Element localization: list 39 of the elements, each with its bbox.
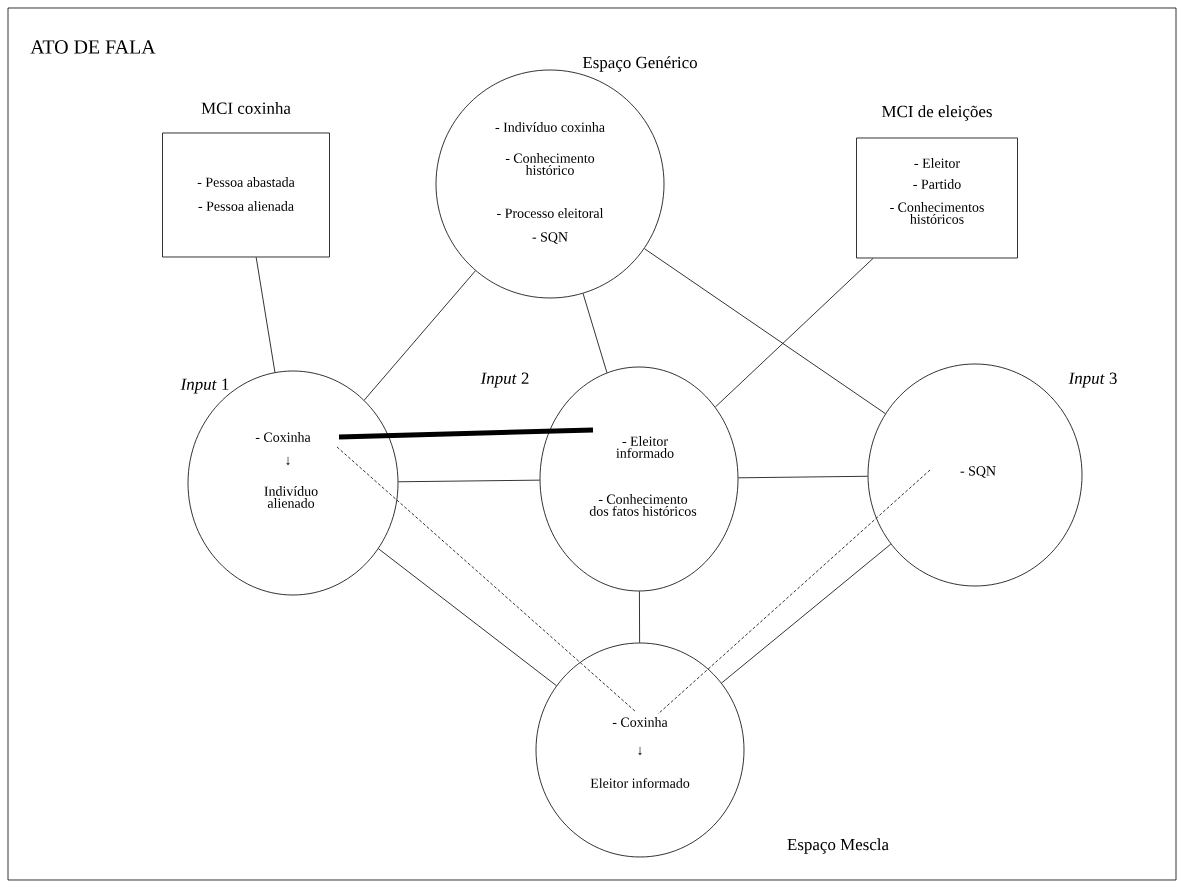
- connector: [255, 257, 276, 373]
- connector: [378, 548, 557, 687]
- item-text: Indivíduo alienado: [264, 486, 318, 508]
- item-text: - Partido: [913, 179, 961, 189]
- item-text: - Indivíduo coxinha: [495, 122, 605, 132]
- item-text: - SQN: [960, 466, 996, 478]
- space-title: Input 3: [1068, 372, 1117, 388]
- item-text: - SQN: [532, 232, 568, 244]
- item-text: - Pessoa abastada: [197, 177, 295, 187]
- item-text: - Processo eleitoral: [497, 208, 604, 218]
- connector: [714, 258, 874, 408]
- connector: [582, 293, 608, 373]
- connector: [644, 248, 886, 415]
- item-text: ↓: [286, 456, 290, 466]
- space-title: MCI coxinha: [201, 102, 291, 114]
- item-text: - Eleitor informado: [616, 436, 674, 458]
- connector: [639, 591, 640, 643]
- space-title: Input 1: [180, 378, 229, 394]
- space-title: MCI de eleições: [882, 105, 992, 121]
- item-text: - Coxinha: [612, 717, 668, 727]
- connector: [336, 446, 637, 713]
- connector: [738, 475, 868, 479]
- item-text: - Conhecimento dos fatos históricos: [589, 494, 697, 516]
- title: ATO DE FALA: [30, 40, 156, 54]
- connector: [363, 270, 476, 401]
- item-text: - Conhecimento histórico: [505, 153, 595, 175]
- item-text: ↓: [638, 746, 642, 756]
- space-title: Input 2: [480, 372, 529, 388]
- item-text: Eleitor informado: [590, 778, 690, 788]
- space-title: Espaço Genérico: [582, 56, 697, 72]
- connector: [657, 469, 931, 715]
- item-text: - Pessoa alienada: [198, 201, 294, 211]
- item-text: - Conhecimentos históricos: [890, 202, 984, 224]
- connector: [338, 427, 594, 440]
- connector: [721, 543, 892, 684]
- item-text: - Coxinha: [255, 432, 311, 442]
- connector: [398, 479, 540, 483]
- space-title: Espaço Mescla: [787, 838, 889, 854]
- item-text: - Eleitor: [914, 158, 960, 168]
